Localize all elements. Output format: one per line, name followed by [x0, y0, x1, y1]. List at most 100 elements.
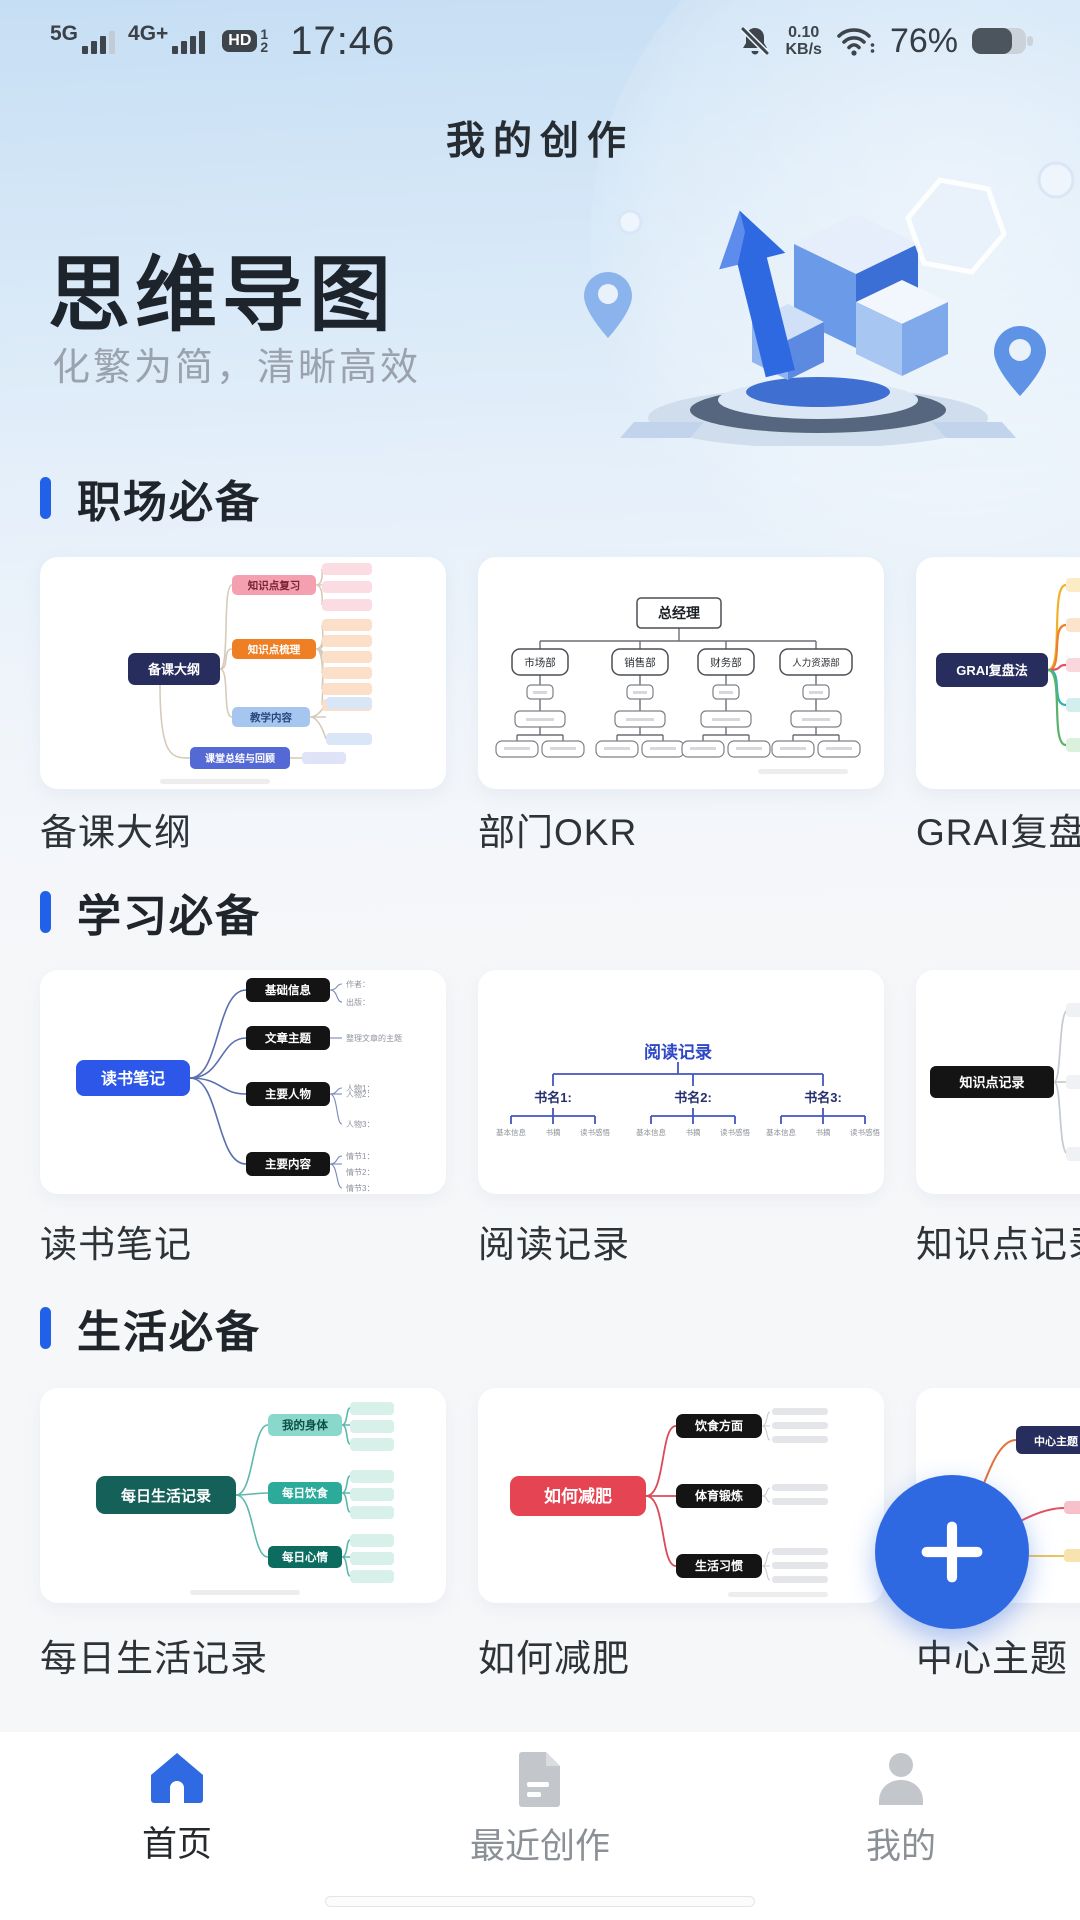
signal-4g: 4G+ [128, 23, 206, 54]
sim-1: 1 [260, 26, 269, 42]
template-card-okr[interactable]: 总经理 市场部 销售部 财务部 人力资源部 [478, 557, 884, 789]
mindmap-root-node [76, 1060, 190, 1096]
mindmap-branch-nodes [676, 1414, 762, 1578]
card-preview-tree: 阅读记录 书名1: 书名2: 书名3: 基本信息书摘读书感悟 基本信息书摘读书感… [496, 1042, 880, 1137]
document-icon [519, 1752, 560, 1807]
svg-text:情节1：: 情节1： [346, 1151, 374, 1161]
mindmap-branch-label: 生活习惯 [695, 1558, 743, 1573]
section-header-workplace: 职场必备 [40, 472, 261, 527]
mindmap-branch-label: 教学内容 [249, 711, 292, 724]
section-title: 学习必备 [77, 892, 261, 941]
mindmap-root-node [930, 1066, 1054, 1098]
card-label[interactable]: GRAI复盘法 [916, 812, 1080, 853]
plus-icon [921, 1521, 983, 1583]
svg-text:书摘: 书摘 [546, 1127, 561, 1137]
card-preview-mindmap: 读书笔记 基础信息 文章主题 主要人物 主要内容 作者： 出版： 整理文章的主题… [76, 978, 402, 1193]
card-label[interactable]: 阅读记录 [478, 1224, 630, 1265]
network-type-label: 4G+ [128, 22, 169, 45]
mindmap-branch-label: 每日心情 [282, 1550, 328, 1564]
mindmap-root-label: 备课大纲 [147, 662, 200, 677]
signal-5g: 5G [50, 23, 116, 54]
card-label[interactable]: 读书笔记 [40, 1224, 192, 1265]
net-speed-value: 0.10 [788, 24, 820, 41]
card-label[interactable]: 部门OKR [478, 812, 638, 853]
mindmap-branch-label: 饮食方面 [694, 1418, 743, 1433]
leaf-brackets [761, 1411, 771, 1581]
section-accent-bar [40, 477, 51, 519]
mindmap-branch-label: 我的身体 [282, 1418, 328, 1432]
template-card-dushu[interactable]: 读书笔记 基础信息 文章主题 主要人物 主要内容 作者： 出版： 整理文章的主题… [40, 970, 446, 1194]
nav-item-mine[interactable]: 我的 [791, 1750, 1011, 1869]
org-dept-label: 市场部 [524, 656, 556, 669]
mindmap-branch-node [268, 1482, 342, 1504]
wifi-icon [837, 28, 875, 56]
svg-text:出版：: 出版： [346, 997, 370, 1007]
battery-icon [972, 28, 1033, 54]
leaf-nodes [350, 1402, 394, 1583]
mindmap-branch-nodes [246, 978, 330, 1176]
svg-text:读书感悟: 读书感悟 [720, 1127, 750, 1137]
watermark [758, 769, 848, 774]
battery-percent: 76% [889, 21, 958, 60]
card-label[interactable]: 中心主题 [916, 1638, 1068, 1679]
template-card-zhishidian[interactable]: 知识点记录 [916, 970, 1080, 1194]
card-label[interactable]: 备课大纲 [40, 812, 192, 853]
card-label[interactable]: 如何减肥 [478, 1638, 630, 1679]
card-preview-mindmap: 知识点记录 [930, 1003, 1080, 1161]
person-icon [879, 1753, 923, 1805]
leaf-node [1064, 1501, 1080, 1514]
mindmap-root-label: 知识点记录 [959, 1075, 1024, 1090]
svg-text:人物1：: 人物1： [346, 1083, 374, 1093]
org-nodes [511, 597, 853, 676]
svg-text:书摘: 书摘 [816, 1127, 831, 1137]
section-title: 生活必备 [77, 1308, 261, 1357]
org-root-label: 总经理 [658, 605, 700, 621]
mindmap-branch-node [232, 575, 316, 595]
fab-add-button[interactable] [875, 1475, 1029, 1629]
net-speed: 0.10 KB/s [785, 24, 821, 58]
card-preview-mindmap: GRAI复盘法 [936, 578, 1080, 752]
bottom-nav: 首页 最近创作 我的 [0, 1732, 1080, 1920]
mindmap-branch-node [190, 747, 290, 769]
network-type-label: 5G [50, 22, 79, 45]
home-icon [151, 1753, 203, 1803]
mindmap-branch-label: 文章主题 [265, 1031, 311, 1045]
notification-muted-icon [741, 26, 770, 56]
template-card-shenghuo[interactable]: 每日生活记录 我的身体 每日饮食 每日心情 [40, 1388, 446, 1603]
svg-text:书摘: 书摘 [686, 1127, 701, 1137]
mindmap-root-node [96, 1476, 236, 1514]
connector-lines [516, 628, 840, 741]
hero-illustration [584, 161, 1075, 446]
leaf-nodes [1066, 578, 1080, 752]
card-preview-orgchart: 总经理 市场部 销售部 财务部 人力资源部 [495, 597, 861, 774]
home-indicator[interactable] [325, 1896, 755, 1907]
card-label[interactable]: 每日生活记录 [40, 1638, 268, 1679]
template-card-beike[interactable]: 备课大纲 知识点复习 知识点梳理 教学内容 课堂总结与回顾 [40, 557, 446, 789]
org-dept-label: 销售部 [624, 656, 656, 669]
org-dept-label: 财务部 [710, 656, 742, 669]
connector-lines [1053, 1009, 1069, 1155]
page-title: 我的创作 [445, 120, 634, 163]
nav-label: 首页 [141, 1825, 212, 1864]
nav-label: 我的 [865, 1827, 936, 1866]
nav-item-recent[interactable]: 最近创作 [430, 1750, 650, 1869]
svg-text:情节3：: 情节3： [346, 1183, 374, 1193]
svg-text:基本信息: 基本信息 [766, 1127, 796, 1137]
illegible-text-marks [504, 691, 852, 750]
svg-text:读书感悟: 读书感悟 [580, 1127, 610, 1137]
card-label[interactable]: 知识点记录 [916, 1224, 1080, 1265]
nav-item-home[interactable]: 首页 [67, 1750, 287, 1867]
signal-bars-icon [82, 31, 116, 54]
mindmap-branch-node [268, 1414, 342, 1436]
status-bar: 5G 4G+ HD 1 [0, 12, 1080, 70]
connector-lines [235, 1407, 351, 1577]
svg-text:人物2：: 人物2： [346, 1089, 374, 1099]
mindmap-branch-node [232, 639, 316, 659]
connector-lines [1047, 583, 1067, 747]
template-card-grai[interactable]: GRAI复盘法 [916, 557, 1080, 789]
tree-root-label: 阅读记录 [644, 1042, 712, 1062]
template-card-jianfei[interactable]: 如何减肥 饮食方面 体育锻炼 生活习惯 [478, 1388, 884, 1603]
template-card-yuedu[interactable]: 阅读记录 书名1: 书名2: 书名3: 基本信息书摘读书感悟 基本信息书摘读书感… [478, 970, 884, 1194]
tree-branch-labels: 书名1: 书名2: 书名3: [534, 1090, 842, 1105]
